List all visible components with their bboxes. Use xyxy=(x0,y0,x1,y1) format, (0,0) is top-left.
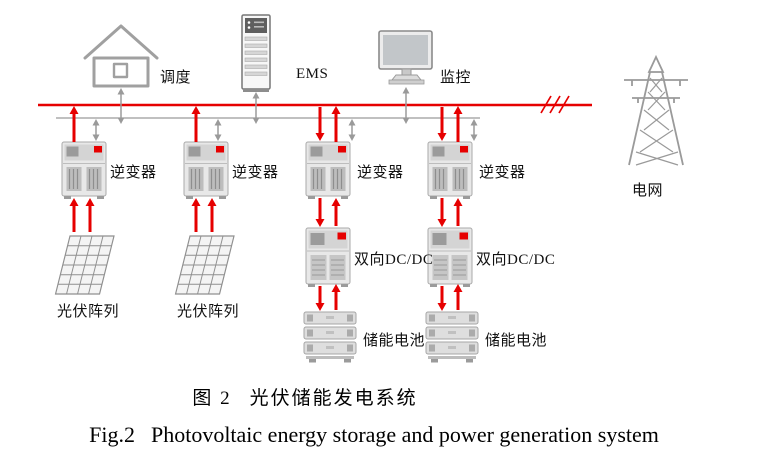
ems-label: EMS xyxy=(296,66,329,82)
inverter3-comm-arrow xyxy=(348,119,356,141)
pv2-dc-arrows xyxy=(191,198,217,232)
inverter-icon-3 xyxy=(305,141,351,200)
diagram-canvas xyxy=(38,14,688,363)
transmission-tower-icon xyxy=(624,54,688,166)
dcdc1-battery-arrows xyxy=(315,284,341,311)
dcdc-icon-2 xyxy=(427,227,473,288)
dcdc2-battery-arrows xyxy=(437,284,463,311)
battery-icon-2 xyxy=(425,311,479,363)
caption-zh-title: 光伏储能发电系统 xyxy=(249,388,418,409)
caption-en-title: Photovoltaic energy storage and power ge… xyxy=(150,422,659,447)
inverter3-dcdc-arrows xyxy=(315,198,341,227)
inverter1-comm-arrow xyxy=(92,119,100,141)
caption-en: Fig.2 Photovoltaic energy storage and pow… xyxy=(0,422,748,448)
inverter-icon-4 xyxy=(427,141,473,200)
pv-array-icon-2 xyxy=(174,235,235,295)
caption-zh: 图 2 光伏储能发电系统 xyxy=(0,383,610,410)
inverter2-ac-arrow xyxy=(191,106,201,142)
dispatch-label: 调度 xyxy=(160,70,192,86)
grid-label: 电网 xyxy=(632,183,664,199)
monitor-comm-arrow xyxy=(402,87,410,124)
pv-array1-label: 光伏阵列 xyxy=(57,304,120,320)
dcdc2-label: 双向DC/DC xyxy=(476,252,556,268)
battery2-label: 储能电池 xyxy=(485,333,548,349)
inverter4-comm-arrow xyxy=(470,119,478,141)
battery-icon-1 xyxy=(303,311,357,363)
monitor-label: 监控 xyxy=(440,70,472,86)
inverter4-label: 逆变器 xyxy=(479,165,526,181)
house-icon xyxy=(83,24,159,88)
inverter1-label: 逆变器 xyxy=(110,165,157,181)
bus-break-slashes xyxy=(540,95,570,114)
server-rack-icon xyxy=(241,14,271,92)
inverter4-dcdc-arrows xyxy=(437,198,463,227)
inverter4-ac-arrows xyxy=(437,106,463,142)
pv-array-icon-1 xyxy=(54,235,115,295)
pv-array2-label: 光伏阵列 xyxy=(177,304,240,320)
pv1-dc-arrows xyxy=(69,198,95,232)
inverter-icon-2 xyxy=(183,141,229,200)
inverter2-comm-arrow xyxy=(214,119,222,141)
inverter2-label: 逆变器 xyxy=(232,165,279,181)
inverter1-ac-arrow xyxy=(69,106,79,142)
battery1-label: 储能电池 xyxy=(363,333,426,349)
caption-zh-number: 图 2 xyxy=(192,388,232,409)
inverter3-ac-arrows xyxy=(315,106,341,142)
caption-en-number: Fig.2 xyxy=(89,422,135,447)
dcdc1-label: 双向DC/DC xyxy=(354,252,434,268)
dispatch-comm-arrow xyxy=(117,88,125,124)
inverter-icon-1 xyxy=(61,141,107,200)
monitor-icon xyxy=(378,30,433,85)
dcdc-icon-1 xyxy=(305,227,351,288)
inverter3-label: 逆变器 xyxy=(357,165,404,181)
ems-comm-arrow xyxy=(252,92,260,124)
